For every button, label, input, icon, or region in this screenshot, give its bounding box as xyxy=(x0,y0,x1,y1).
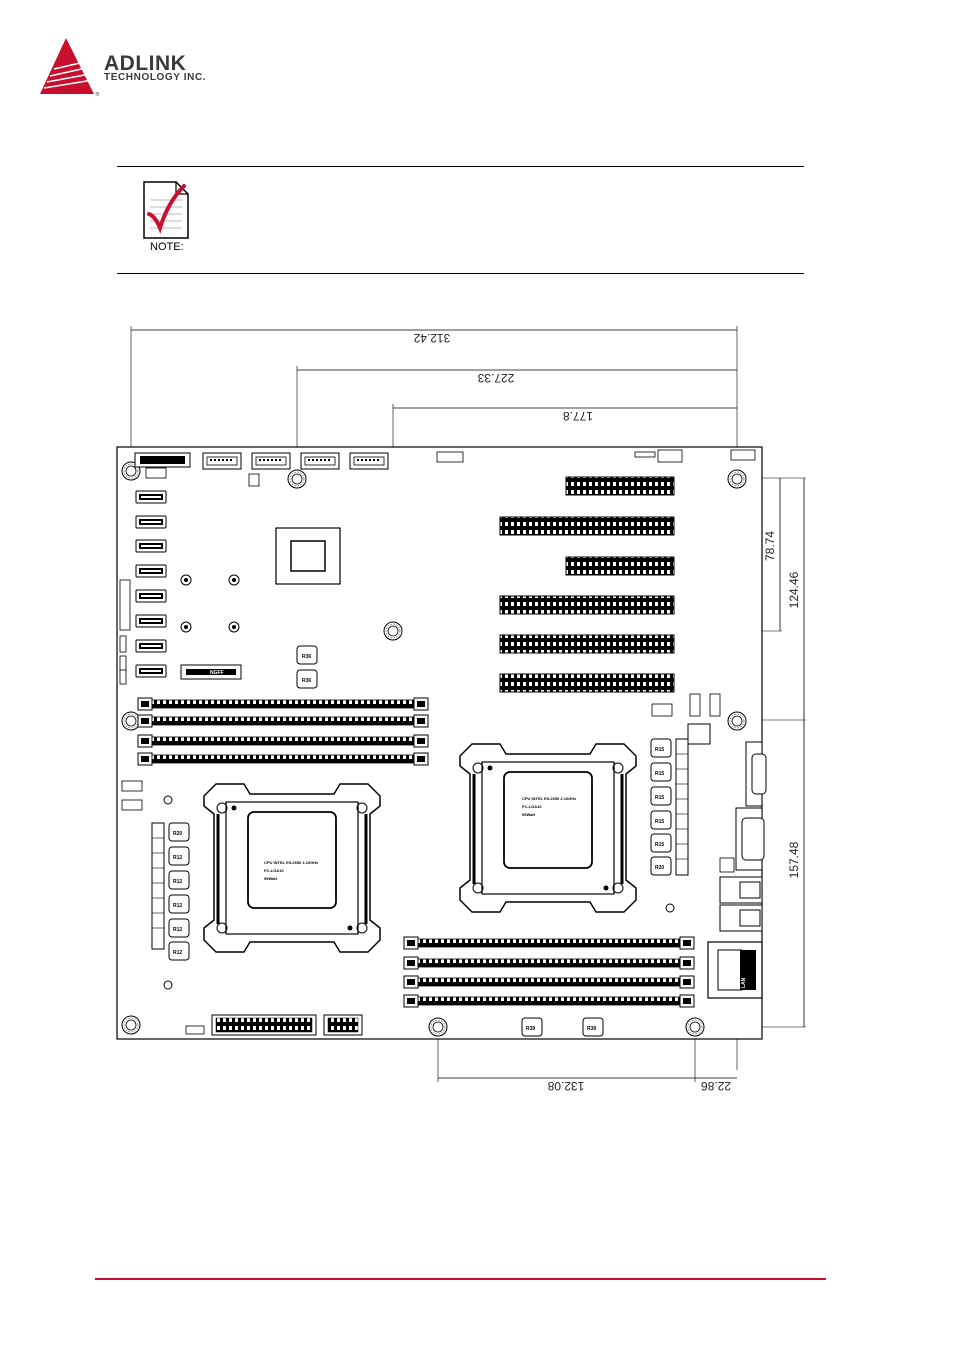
vrm-right: R15 R15 R15 R15 R15 R20 xyxy=(650,693,721,913)
svg-text:R36: R36 xyxy=(302,678,311,684)
svg-text:R39: R39 xyxy=(587,1026,596,1032)
fan-headers-left xyxy=(121,780,205,1035)
chipset xyxy=(180,527,341,633)
svg-text:CPU INTEL E5-2650 2.10GHz: CPU INTEL E5-2650 2.10GHz xyxy=(522,796,576,801)
dim-bottom-offset: 22.86 xyxy=(701,1079,731,1093)
pcie-slots xyxy=(499,476,675,693)
svg-text:R20: R20 xyxy=(655,865,664,871)
note-bottom-rule xyxy=(117,273,804,274)
dim-bottom-span: 132.08 xyxy=(547,1079,584,1093)
svg-text:R15: R15 xyxy=(655,819,664,825)
m2-slot: NGFF xyxy=(180,664,242,680)
brand-logo: ® ADLINK TECHNOLOGY INC. xyxy=(38,36,238,100)
cpu1-socket: CPU INTEL E5-2650 2.10GHz FC-LGA10 95Wat… xyxy=(458,742,638,914)
brand-name: ADLINK xyxy=(104,52,187,75)
dim-height-lower: 157.48 xyxy=(787,841,801,878)
chipset-chokes: R36 R36 xyxy=(296,645,318,689)
dim-width-hole3: 177.8 xyxy=(563,409,593,423)
power-connectors: R39 R39 xyxy=(211,1014,604,1037)
svg-text:R12: R12 xyxy=(173,903,182,909)
dim-height-mid: 124.46 xyxy=(787,571,801,608)
dim-width-total: 312.42 xyxy=(413,331,450,345)
dim-height-upper: 78.74 xyxy=(763,531,777,561)
dim-width-hole2: 227.33 xyxy=(477,371,514,385)
m2-label: NGFF xyxy=(210,670,224,676)
dimension-lines-bottom: 132.08 22.86 xyxy=(437,1030,737,1093)
sata-ports xyxy=(119,490,167,685)
cpu0-socket: CPU INTEL E5-2650 2.10GHz FC-LGA10 95Wat… xyxy=(202,782,382,954)
svg-text:R20: R20 xyxy=(173,831,182,837)
note-top-rule xyxy=(117,166,804,167)
svg-text:R36: R36 xyxy=(302,654,311,660)
vrm-left: R20 R12 R12 R12 R12 R12 xyxy=(151,822,190,961)
svg-text:®: ® xyxy=(95,91,100,98)
svg-text:FC-LGA10: FC-LGA10 xyxy=(264,868,284,873)
svg-text:95Watt: 95Watt xyxy=(264,876,278,881)
note-checkmark-icon xyxy=(140,180,192,240)
brand-subtitle: TECHNOLOGY INC. xyxy=(104,72,207,83)
lan-label: LAN xyxy=(741,977,747,988)
note-label: NOTE: xyxy=(150,241,184,253)
svg-text:R15: R15 xyxy=(655,747,664,753)
svg-text:R12: R12 xyxy=(173,855,182,861)
svg-text:R15: R15 xyxy=(655,795,664,801)
svg-text:R39: R39 xyxy=(526,1026,535,1032)
svg-text:95Watt: 95Watt xyxy=(522,812,536,817)
svg-text:R15: R15 xyxy=(655,771,664,777)
svg-text:FC-LGA10: FC-LGA10 xyxy=(522,804,542,809)
footer-rule xyxy=(95,1278,826,1280)
svg-text:R12: R12 xyxy=(173,879,182,885)
top-connectors xyxy=(134,449,756,487)
adlink-triangle-icon: ® xyxy=(40,38,100,98)
svg-text:R12: R12 xyxy=(173,950,182,956)
svg-text:R15: R15 xyxy=(655,842,664,848)
rear-io: LAN xyxy=(707,741,767,999)
svg-text:R12: R12 xyxy=(173,927,182,933)
svg-text:CPU INTEL E5-2650 2.10GHz: CPU INTEL E5-2650 2.10GHz xyxy=(264,860,318,865)
